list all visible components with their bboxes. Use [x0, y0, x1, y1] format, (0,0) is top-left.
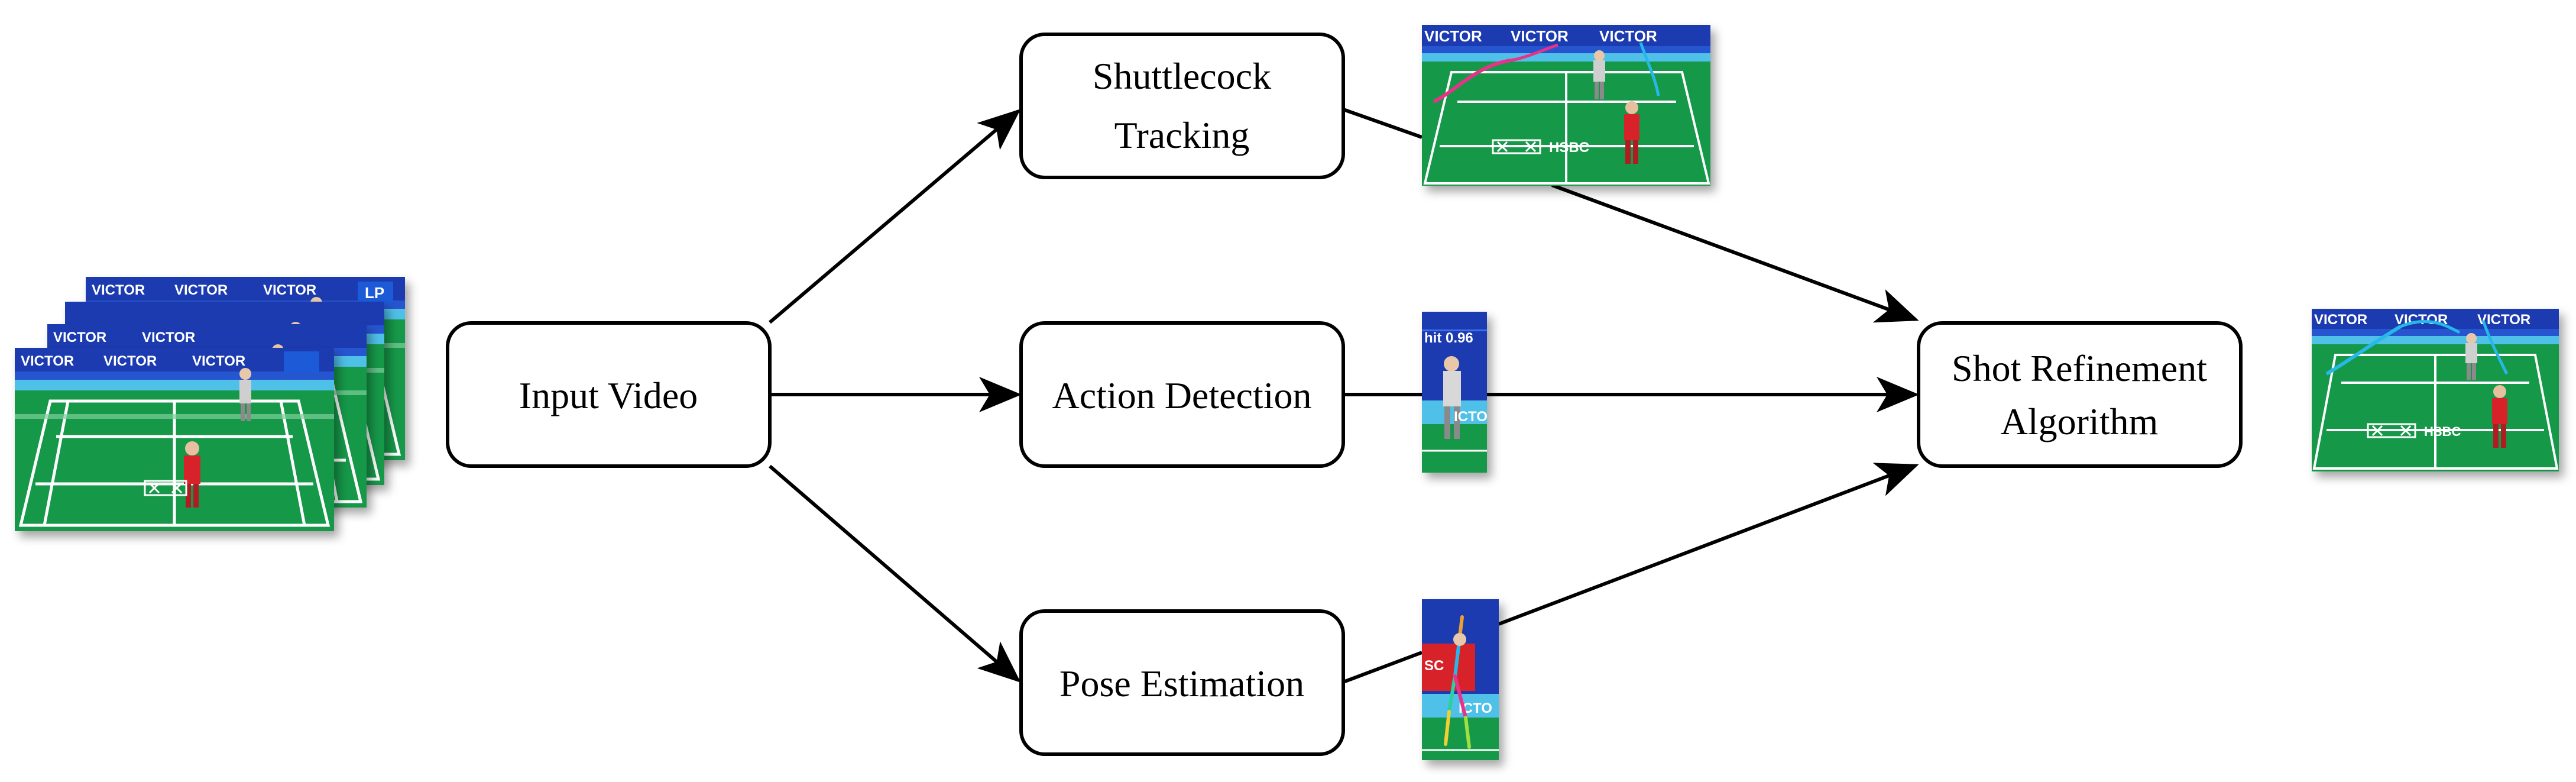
- frame-badge-text: LP: [365, 284, 384, 302]
- connector-pose-to-image: [1342, 651, 1423, 684]
- shuttlecock-tracking-label-line2: Tracking: [1114, 114, 1250, 156]
- pose-estimation-crop: SC ICTO: [1422, 599, 1499, 760]
- shuttlecock-tracking-node: Shuttlecock Tracking: [1019, 33, 1345, 179]
- action-detection-label: Action Detection: [1052, 374, 1312, 416]
- shot-refinement-label-line2: Algorithm: [2001, 400, 2159, 442]
- frame-banner-text: VICTOR: [21, 353, 74, 369]
- tracking-result-image: VICTOR VICTOR VICTOR HSBC: [1422, 25, 1710, 186]
- crop-sponsor-text: SC: [1424, 658, 1444, 674]
- frame-banner-text: VICTOR: [103, 353, 157, 369]
- image-banner-text: VICTOR: [1599, 27, 1657, 45]
- frame-banner-text: VICTOR: [92, 282, 145, 298]
- image-sponsor-text: HSBC: [1549, 140, 1589, 156]
- frame-banner-text: VICTOR: [174, 282, 228, 298]
- frame-banner-text: VICTOR: [53, 329, 106, 345]
- video-frame-front: VICTOR VICTOR VICTOR: [15, 348, 334, 531]
- refined-output-image: VICTOR VICTOR VICTOR HSBC: [2312, 309, 2559, 471]
- arrow-input-to-tracking: [769, 109, 1021, 324]
- video-frame-back: VICTOR VICTOR VICTOR LP: [86, 277, 405, 460]
- frame-banner-text: VICTOR: [192, 353, 245, 369]
- frame-banner-text: VICTOR: [263, 282, 316, 298]
- pose-estimation-node: Pose Estimation: [1019, 609, 1345, 756]
- image-banner-text: VICTOR: [1424, 27, 1482, 45]
- crop-banner-text: ICTO: [1454, 409, 1488, 425]
- shot-refinement-node: Shot Refinement Algorithm: [1917, 321, 2243, 468]
- arrow-input-to-pose: [769, 464, 1021, 683]
- shuttlecock-tracking-label-line1: Shuttlecock: [1093, 55, 1271, 97]
- shot-refinement-label-line1: Shot Refinement: [1952, 347, 2207, 389]
- pose-estimation-label: Pose Estimation: [1059, 663, 1304, 705]
- output-banner-text: VICTOR: [2314, 312, 2367, 328]
- video-frame-middle: VICTOR VICTOR: [47, 324, 367, 508]
- connector-tracking-to-image: [1343, 108, 1423, 139]
- arrow-tracking-to-refinement: [1551, 183, 1919, 323]
- input-video-label: Input Video: [519, 374, 698, 416]
- image-banner-text: VICTOR: [1511, 27, 1569, 45]
- action-detection-crop: hit 0.96 ICTO: [1422, 312, 1488, 473]
- input-video-frames: VICTOR VICTOR VICTOR LP VICTOR VICTOR VI…: [15, 277, 405, 531]
- action-score-label: hit 0.96: [1424, 330, 1473, 346]
- input-video-node: Input Video: [446, 321, 772, 468]
- frame-banner-text: VICTOR: [142, 329, 195, 345]
- action-detection-node: Action Detection: [1019, 321, 1345, 468]
- output-sponsor-text: HSBC: [2424, 424, 2461, 439]
- arrow-pose-to-refinement: [1498, 463, 1919, 626]
